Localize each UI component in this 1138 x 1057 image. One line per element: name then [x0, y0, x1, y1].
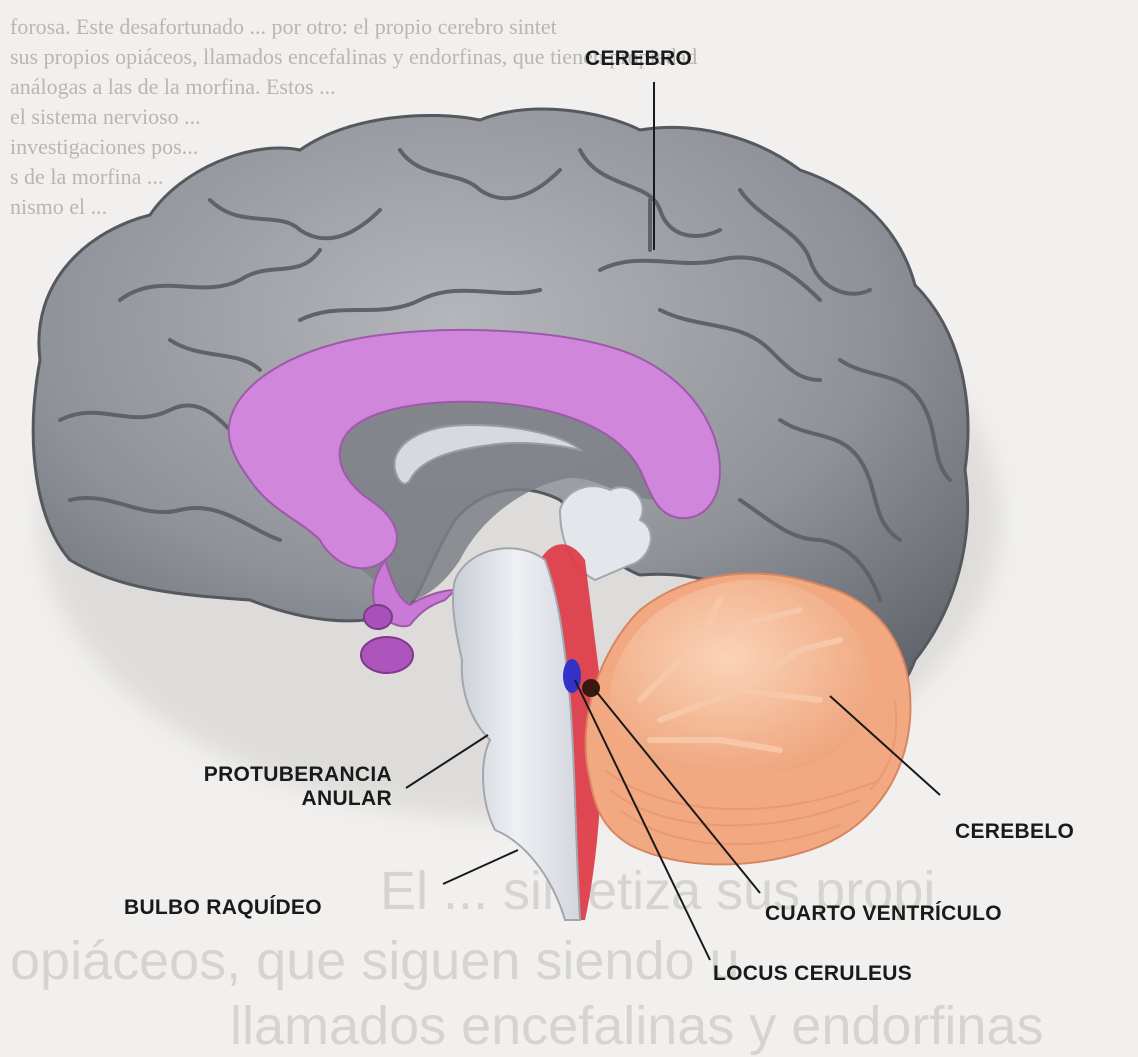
label-protuberancia-line2: ANULAR	[152, 787, 392, 811]
label-locus-ceruleus: LOCUS CERULEUS	[713, 962, 912, 986]
leader-line-bulbo	[443, 850, 518, 884]
label-cerebro: CEREBRO	[585, 47, 692, 71]
label-bulbo-raquideo: BULBO RAQUÍDEO	[124, 896, 322, 920]
label-cuarto-ventriculo: CUARTO VENTRÍCULO	[765, 902, 1002, 926]
nucleus-small	[364, 605, 392, 629]
label-protuberancia: PROTUBERANCIA ANULAR	[152, 763, 392, 811]
nucleus-large	[361, 637, 413, 673]
label-cerebelo: CEREBELO	[955, 820, 1074, 844]
cerebellum	[586, 574, 911, 865]
label-protuberancia-line1: PROTUBERANCIA	[152, 763, 392, 787]
